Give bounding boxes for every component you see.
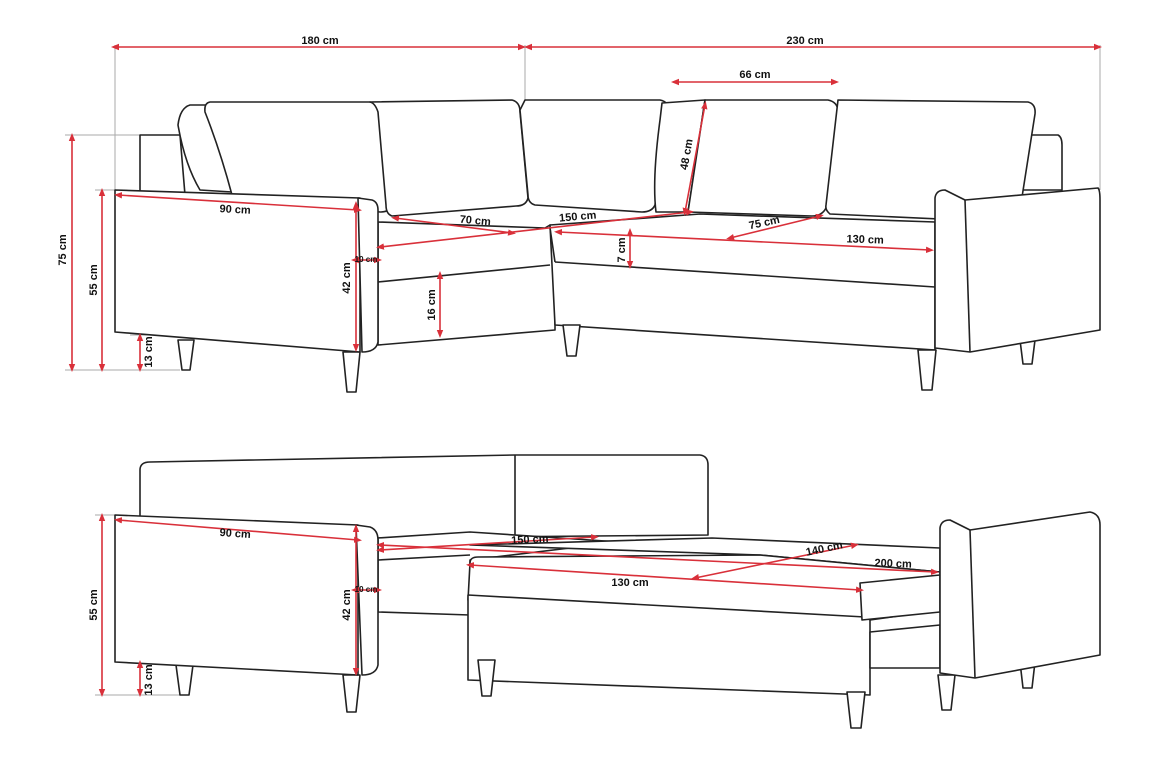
leg — [342, 674, 361, 713]
right-back-panel — [1019, 134, 1063, 191]
dim-arm-width: 10 cm — [355, 255, 378, 264]
back-cushion — [369, 99, 529, 217]
dim-total-left-width: 180 cm — [301, 35, 339, 47]
dim-bed-length: 200 cm — [874, 557, 912, 570]
back-cushion — [519, 99, 670, 213]
back-cushion — [177, 104, 233, 193]
dim-arm-height: 55 cm — [88, 264, 100, 295]
dimension-lines — [98, 513, 939, 697]
dim-arm-side-height: 42 cm — [341, 589, 353, 620]
dim-cushion-width: 66 cm — [739, 69, 770, 81]
sofa-assembled-view: 180 cm 230 cm 66 cm 48 cm 75 cm 55 cm 13… — [57, 35, 1102, 393]
leg — [917, 349, 937, 391]
bed-base — [869, 624, 941, 669]
dim-chaise-length: 130 cm — [611, 577, 649, 589]
leg — [477, 659, 496, 697]
dim-leg-height: 13 cm — [143, 336, 155, 367]
dim-cushion-height: 48 cm — [678, 138, 695, 171]
dim-seat-cushion-thickness: 7 cm — [616, 237, 628, 262]
pull-out-bed-end — [859, 574, 941, 621]
dim-arm-width: 10 cm — [355, 585, 378, 594]
dim-total-height: 75 cm — [57, 234, 69, 265]
back-cushion — [687, 99, 839, 217]
left-armrest-side — [355, 524, 379, 676]
leg — [177, 339, 195, 371]
dim-arm-side-height: 42 cm — [341, 262, 353, 293]
dim-arm-length: 90 cm — [219, 203, 251, 217]
leg — [846, 691, 866, 729]
dim-seat-length-left: 150 cm — [511, 533, 549, 547]
leg — [937, 674, 956, 711]
dim-seat-depth-left: 70 cm — [459, 214, 491, 229]
dim-seat-length-right: 130 cm — [846, 233, 884, 246]
dim-leg-height: 13 cm — [143, 664, 155, 695]
seat-left — [377, 221, 556, 346]
left-armrest-side — [357, 197, 379, 353]
dim-total-right-width: 230 cm — [786, 35, 824, 47]
dim-arm-length: 90 cm — [219, 527, 251, 541]
dimension-lines — [68, 43, 1102, 372]
dim-seat-length-left: 150 cm — [559, 209, 597, 224]
leg — [175, 664, 194, 696]
leg — [562, 324, 581, 357]
leg — [342, 351, 361, 393]
left-back-panel — [139, 134, 186, 196]
right-armrest — [939, 511, 1101, 679]
sofa-bed-view: 90 cm 10 cm 42 cm 55 cm 13 cm 150 cm 140… — [88, 454, 1101, 729]
dim-arm-height: 55 cm — [88, 589, 100, 620]
dim-seat-base-height: 16 cm — [426, 289, 438, 320]
right-armrest — [934, 187, 1101, 353]
